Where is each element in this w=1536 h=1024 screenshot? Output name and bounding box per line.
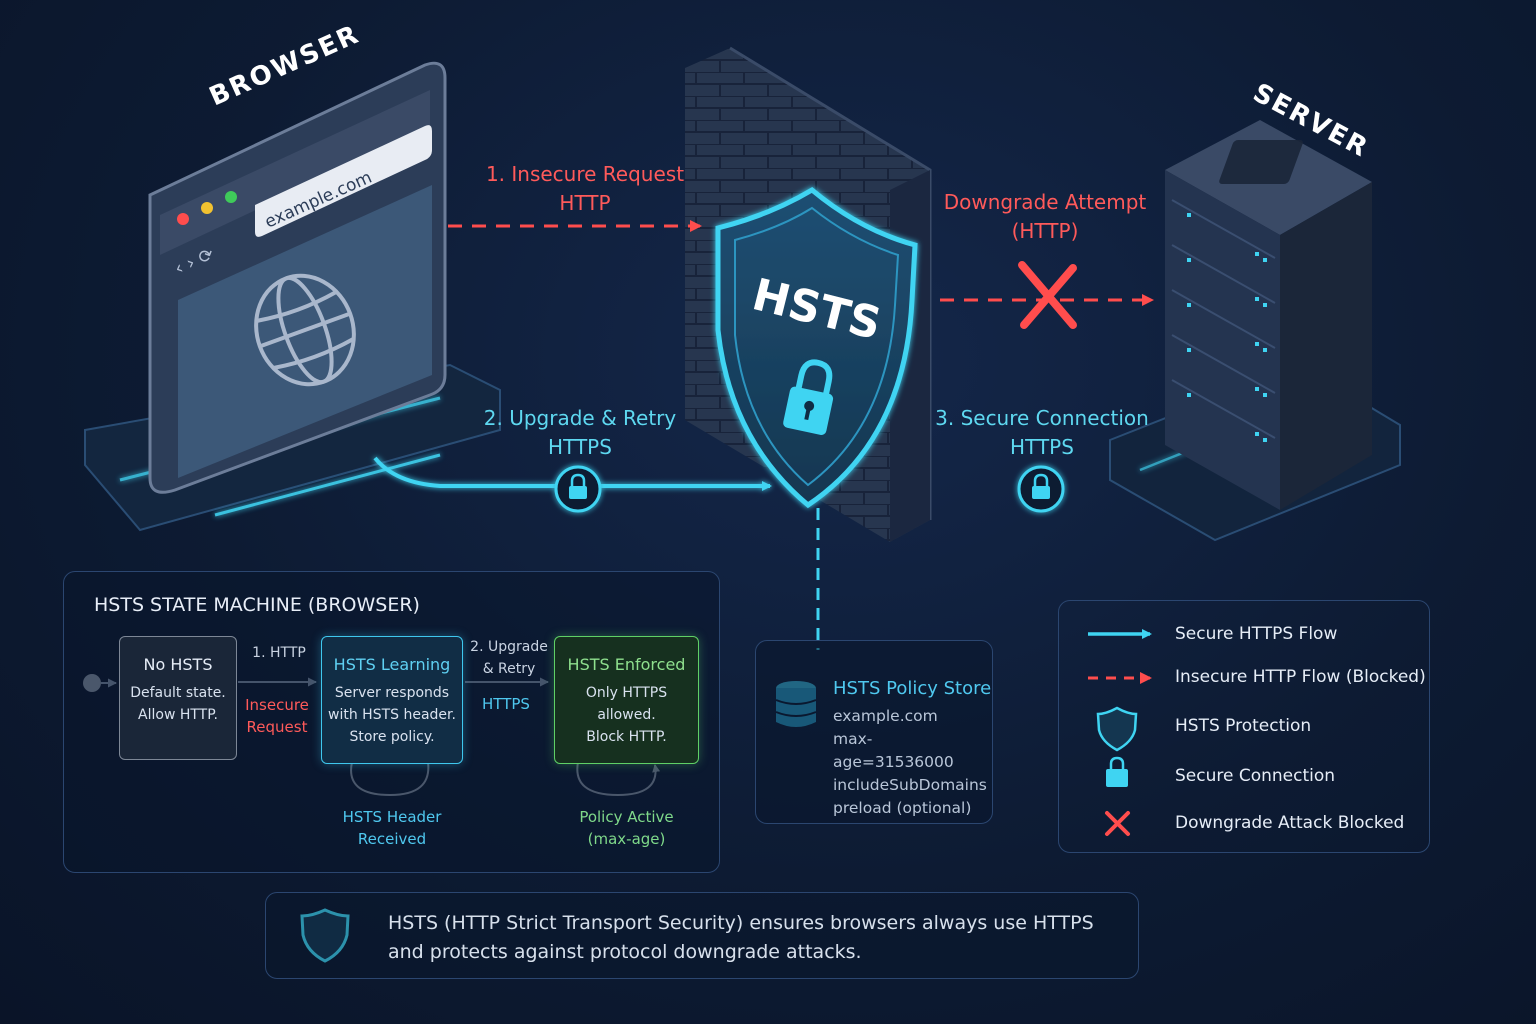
- legend-item-hsts-protection: HSTS Protection: [1175, 716, 1312, 736]
- policy-store-panel: HSTS Policy Store example.com max-age=31…: [755, 640, 993, 824]
- hsts-shield-icon: HSTS: [715, 186, 918, 509]
- footer-shield-icon: [300, 908, 350, 963]
- legend-panel: [1058, 600, 1430, 853]
- downgrade-attempt-label: Downgrade Attempt (HTTP): [943, 190, 1147, 243]
- state-hsts-enforced: HSTS Enforced Only HTTPS allowed. Block …: [554, 636, 699, 764]
- state-hsts-learning: HSTS Learning Server responds with HSTS …: [321, 636, 463, 764]
- legend-item-insecure-flow: Insecure HTTP Flow (Blocked): [1175, 667, 1426, 687]
- x-icon: [1105, 811, 1130, 836]
- globe-icon: [254, 273, 356, 387]
- enforced-loop-label: Policy Active (max-age): [579, 808, 674, 848]
- footer-text: HSTS (HTTP Strict Transport Security) en…: [388, 912, 1094, 963]
- secure-lock-icon: [1017, 465, 1065, 513]
- legend-item-secure-flow: Secure HTTPS Flow: [1175, 624, 1338, 644]
- upgrade-retry-arrow: [373, 456, 772, 491]
- legend-item-downgrade-blocked: Downgrade Attack Blocked: [1175, 813, 1405, 833]
- lock-icon: [1106, 756, 1128, 787]
- upgrade-lock-icon: [554, 465, 602, 513]
- transition-1-top-label: 1. HTTP: [252, 645, 306, 661]
- browser-illustration: example.com ‹ › ⟳: [84, 61, 501, 532]
- shield-icon: [1096, 706, 1138, 752]
- transition-2-bottom-label: HTTPS: [482, 695, 530, 713]
- policy-store-entries: example.com max-age=31536000 includeSubD…: [833, 707, 987, 817]
- transition-2-top-label: 2. Upgrade & Retry: [470, 639, 548, 677]
- state-machine-title: HSTS STATE MACHINE (BROWSER): [94, 594, 420, 616]
- learning-loop-label: HSTS Header Received: [342, 808, 442, 848]
- padlock-icon: [783, 359, 834, 435]
- state-machine-panel: HSTS STATE MACHINE (BROWSER) No HSTS Def…: [63, 571, 720, 873]
- upgrade-retry-label: 2. Upgrade & Retry HTTPS: [483, 406, 677, 459]
- transition-1-bottom-label: Insecure Request: [245, 696, 309, 736]
- insecure-request-label: 1. Insecure Request HTTP: [485, 162, 685, 215]
- blocked-x-icon: [1018, 261, 1077, 329]
- policy-store-title: HSTS Policy Store: [833, 678, 992, 699]
- footer-panel: HSTS (HTTP Strict Transport Security) en…: [265, 892, 1139, 979]
- state-no-hsts: No HSTS Default state. Allow HTTP.: [119, 636, 237, 760]
- secure-connection-label: 3. Secure Connection HTTPS: [935, 406, 1149, 459]
- server-illustration: [1109, 120, 1401, 542]
- legend-item-secure-connection: Secure Connection: [1175, 766, 1336, 786]
